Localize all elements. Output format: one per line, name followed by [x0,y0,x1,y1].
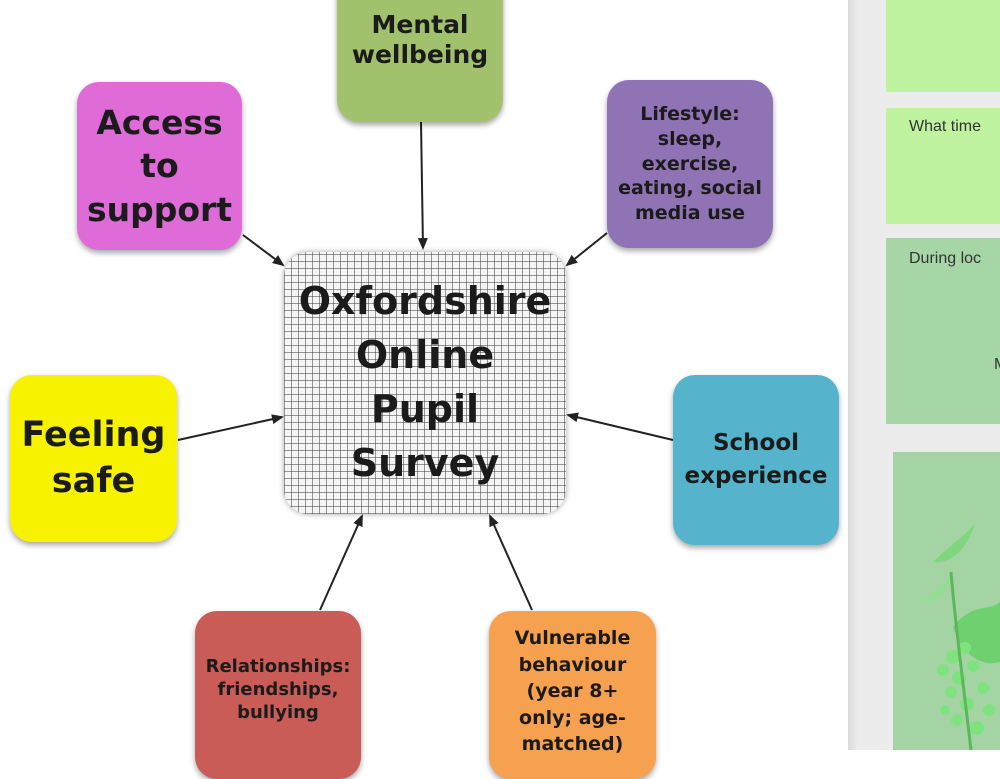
plant-illustration [893,452,1000,750]
side-card-1[interactable] [886,0,1000,92]
node-lifestyle: Lifestyle: sleep, exercise, eating, soci… [607,80,773,248]
node-school-experience: School experience [673,375,839,545]
side-card-3-text: During loc [909,250,981,267]
arrow-relationships [320,516,362,610]
arrow-access [243,235,283,265]
side-card-2-text: What time [909,118,981,135]
node-access-to-support: Access to support [77,82,242,250]
arrow-lifestyle [567,233,607,265]
arrow-vulnerable [490,516,532,610]
node-feeling-safe: Feeling safe [10,375,177,542]
arrow-school [568,415,673,440]
arrow-mental [421,122,423,248]
side-card-3[interactable]: During loc M [886,238,1000,424]
side-card-2[interactable]: What time [886,108,1000,224]
panel-divider [848,0,858,750]
center-node-survey: Oxfordshire Online Pupil Survey [284,252,566,514]
side-card-3-fragment: M [994,356,1000,374]
node-relationships: Relationships: friendships, bullying [195,611,361,779]
side-card-image[interactable] [893,452,1000,750]
node-mental-wellbeing: Mental wellbeing [337,0,503,122]
arrow-safe [178,417,282,440]
node-vulnerable-behaviour: Vulnerable behaviour (year 8+ only; age-… [489,611,656,779]
